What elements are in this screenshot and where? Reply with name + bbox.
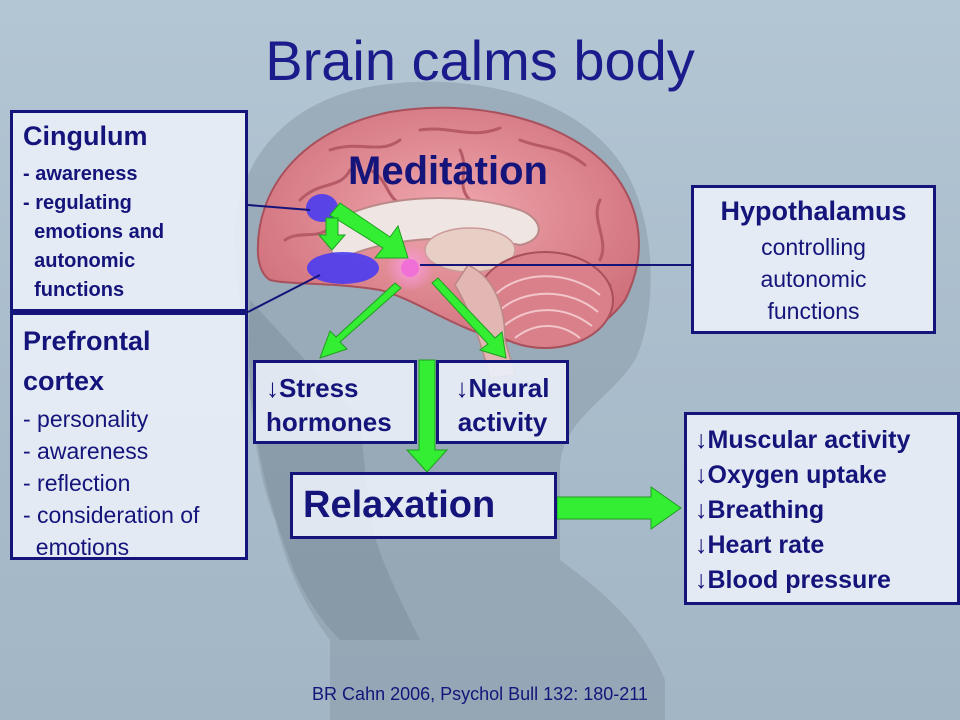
citation: BR Cahn 2006, Psychol Bull 132: 180-211 xyxy=(312,684,648,704)
green-arrows xyxy=(317,202,682,530)
hypothalamus-box: Hypothalamus controlling autonomic funct… xyxy=(691,185,936,334)
list-item: emotions and xyxy=(23,221,165,244)
list-item: - awareness xyxy=(23,163,138,186)
list-item: - personality xyxy=(23,406,149,432)
relaxation-box: Relaxation xyxy=(290,472,557,539)
prefrontal-box: Prefrontal cortex - personality - awaren… xyxy=(10,312,248,560)
list-item: ↓Oxygen uptake xyxy=(695,461,887,489)
list-item: - regulating xyxy=(23,192,132,215)
arrow-to-relaxation xyxy=(405,359,449,473)
hypothalamus-heading: Hypothalamus xyxy=(720,196,907,226)
prefrontal-heading-line1: Prefrontal xyxy=(23,326,151,356)
list-item: ↓Heart rate xyxy=(695,531,825,559)
list-item: - consideration of xyxy=(23,502,200,528)
list-item: controlling xyxy=(761,234,866,261)
prefrontal-list: - personality - awareness - reflection -… xyxy=(23,403,235,563)
prefrontal-heading-line2: cortex xyxy=(23,366,105,396)
list-item: autonomic xyxy=(760,266,867,293)
hypothalamus-region xyxy=(401,259,419,277)
neural-line2: activity xyxy=(457,407,548,437)
neural-line1: ↓Neural xyxy=(455,373,550,403)
cingulum-box: Cingulum - awareness - regulating emotio… xyxy=(10,110,248,312)
effects-list: ↓Muscular activity ↓Oxygen uptake ↓Breat… xyxy=(695,423,949,598)
list-item: functions xyxy=(767,298,860,325)
arrow-meditation-to-hypothalamus xyxy=(329,202,409,259)
list-item: - reflection xyxy=(23,470,131,496)
list-item: ↓Blood pressure xyxy=(695,566,891,594)
prefrontal-region xyxy=(307,252,379,284)
meditation-label: Meditation xyxy=(348,149,548,193)
cingulum-list: - awareness - regulating emotions and au… xyxy=(23,160,235,305)
list-item: autonomic xyxy=(23,250,136,273)
stress-line1: ↓Stress xyxy=(266,373,359,403)
list-item: emotions xyxy=(23,534,130,560)
list-item: ↓Breathing xyxy=(695,496,825,524)
stress-hormones-box: ↓Stress hormones xyxy=(253,360,417,444)
relaxation-label: Relaxation xyxy=(303,484,496,526)
slide-title: Brain calms body xyxy=(265,29,695,92)
arrow-to-neural xyxy=(431,277,507,359)
arrow-to-stress xyxy=(319,282,402,359)
hypothalamus-list: controlling autonomic functions xyxy=(700,231,927,327)
cingulum-heading: Cingulum xyxy=(23,121,148,151)
arrow-to-cingulum xyxy=(317,217,347,251)
list-item: functions xyxy=(23,279,125,302)
neural-activity-box: ↓Neural activity xyxy=(436,360,569,444)
cerebellum-folds xyxy=(494,275,601,339)
stress-line2: hormones xyxy=(266,407,392,437)
body-effects-box: ↓Muscular activity ↓Oxygen uptake ↓Breat… xyxy=(684,412,960,605)
connector-lines xyxy=(247,204,691,313)
list-item: ↓Muscular activity xyxy=(695,426,911,454)
list-item: - awareness xyxy=(23,438,149,464)
arrow-to-effects xyxy=(556,486,682,530)
